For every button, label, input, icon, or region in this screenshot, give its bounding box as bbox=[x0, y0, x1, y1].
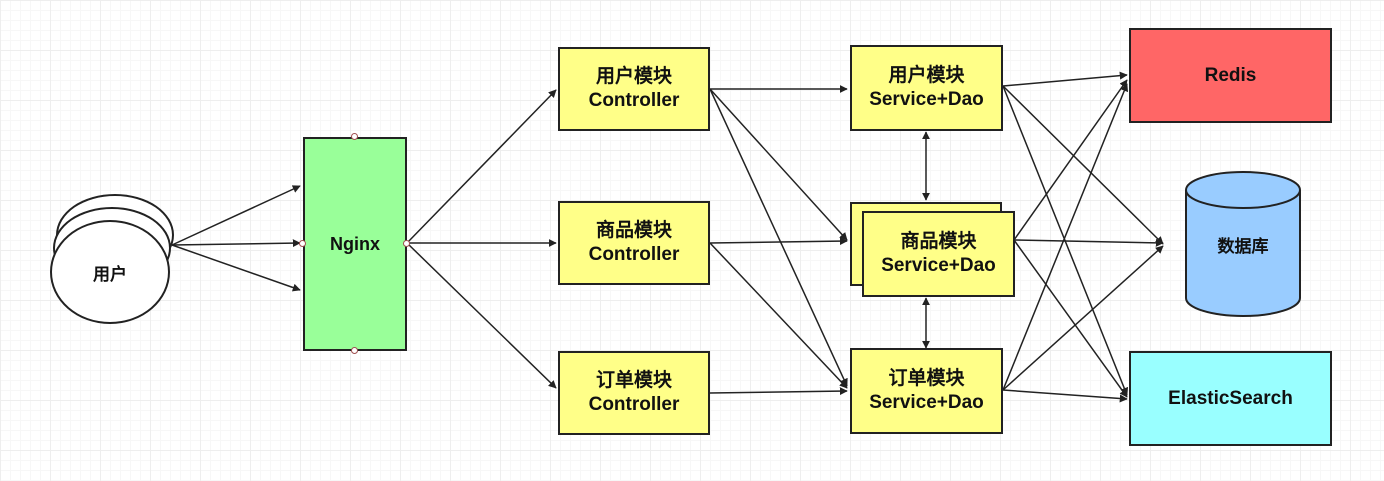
edge-pc-ps bbox=[709, 237, 848, 246]
edge-os-db bbox=[1002, 245, 1164, 391]
product-service-subtitle: Service+Dao bbox=[881, 255, 996, 276]
edge-nginx-user-controller bbox=[406, 89, 557, 244]
edge-os-es bbox=[1002, 389, 1128, 403]
edge-ps-es bbox=[1013, 239, 1128, 398]
nginx-label: Nginx bbox=[329, 234, 380, 254]
order-service-title: 订单模块 bbox=[888, 368, 965, 389]
user-controller-subtitle: Controller bbox=[588, 90, 680, 111]
nginx-port-right bbox=[403, 240, 410, 247]
database-cylinder-body bbox=[1185, 190, 1301, 317]
order-service-node[interactable]: 订单模块 Service+Dao bbox=[850, 348, 1003, 434]
product-controller-subtitle: Controller bbox=[588, 244, 680, 265]
edge-user-nginx-bottom bbox=[171, 244, 301, 292]
edge-us-redis bbox=[1002, 71, 1128, 87]
user-service-title: 用户模块 bbox=[888, 65, 965, 86]
product-controller-node[interactable]: 商品模块 Controller bbox=[558, 201, 710, 285]
nginx-port-top bbox=[351, 133, 358, 140]
edge-ps-redis bbox=[1013, 79, 1128, 241]
edge-uc-ps bbox=[709, 88, 848, 241]
elasticsearch-label: ElasticSearch bbox=[1168, 387, 1293, 409]
edge-oc-os bbox=[709, 387, 848, 396]
elasticsearch-node[interactable]: ElasticSearch bbox=[1129, 351, 1332, 446]
user-service-node[interactable]: 用户模块 Service+Dao bbox=[850, 45, 1003, 131]
edge-user-nginx-top bbox=[171, 185, 301, 246]
nginx-port-bottom bbox=[351, 347, 358, 354]
edge-os-redis bbox=[1002, 83, 1129, 391]
order-controller-subtitle: Controller bbox=[588, 394, 680, 415]
order-controller-title: 订单模块 bbox=[595, 370, 672, 391]
edge-pc-os bbox=[709, 242, 848, 389]
user-actor[interactable]: 用户 bbox=[50, 220, 170, 324]
order-controller-node[interactable]: 订单模块 Controller bbox=[558, 351, 710, 435]
edge-nginx-order-controller bbox=[406, 242, 557, 389]
user-label: 用户 bbox=[93, 264, 127, 284]
order-service-subtitle: Service+Dao bbox=[869, 392, 984, 413]
edge-us-db bbox=[1002, 85, 1164, 245]
redis-node[interactable]: Redis bbox=[1129, 28, 1332, 123]
user-service-subtitle: Service+Dao bbox=[869, 89, 984, 110]
database-cylinder-top bbox=[1185, 171, 1301, 209]
product-service-node[interactable]: 商品模块 Service+Dao bbox=[862, 211, 1015, 297]
product-controller-title: 商品模块 bbox=[595, 220, 672, 241]
edge-ps-db bbox=[1013, 238, 1164, 247]
edge-user-nginx-mid bbox=[171, 239, 301, 248]
nginx-port-left bbox=[299, 240, 306, 247]
database-label: 数据库 bbox=[1217, 237, 1269, 256]
user-controller-node[interactable]: 用户模块 Controller bbox=[558, 47, 710, 131]
product-service-title: 商品模块 bbox=[900, 231, 977, 252]
redis-label: Redis bbox=[1204, 64, 1257, 86]
user-controller-title: 用户模块 bbox=[595, 66, 672, 87]
edge-uc-os bbox=[709, 88, 848, 387]
